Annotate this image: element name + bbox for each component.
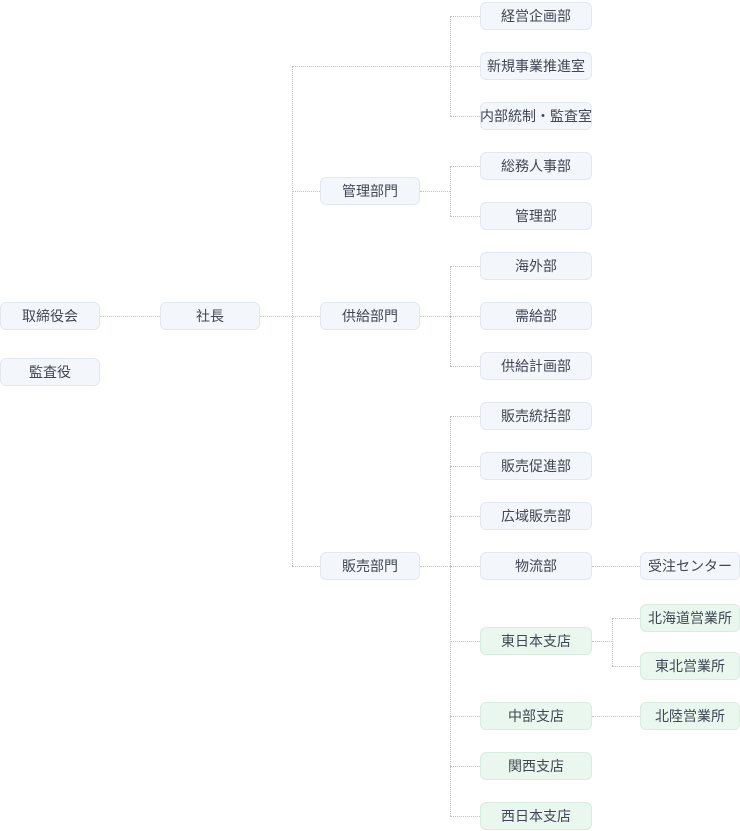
- connector: [450, 641, 480, 642]
- connector-logistics-ordercenter: [592, 566, 640, 567]
- connector: [450, 266, 480, 267]
- connector: [450, 16, 480, 17]
- node-west-japan-branch: 西日本支店: [480, 802, 592, 830]
- node-supply-division: 供給部門: [320, 302, 420, 330]
- node-kansai-branch: 関西支店: [480, 752, 592, 780]
- connector: [450, 416, 480, 417]
- connector: [292, 66, 480, 67]
- connector: [450, 716, 480, 717]
- connector: [450, 416, 451, 816]
- connector: [450, 566, 480, 567]
- connector: [450, 766, 480, 767]
- node-tohoku-office: 東北営業所: [640, 652, 740, 680]
- connector: [612, 618, 640, 619]
- connector: [450, 466, 480, 467]
- node-new-business-promotion: 新規事業推進室: [480, 52, 592, 80]
- connector: [612, 666, 640, 667]
- node-supply-demand-dept: 需給部: [480, 302, 592, 330]
- connector: [450, 166, 451, 216]
- node-sales-division: 販売部門: [320, 552, 420, 580]
- node-president: 社長: [160, 302, 260, 330]
- connector: [450, 166, 480, 167]
- connector: [292, 566, 320, 567]
- node-order-center: 受注センター: [640, 552, 740, 580]
- connector: [420, 316, 450, 317]
- node-sales-supervision-dept: 販売統括部: [480, 402, 592, 430]
- node-overseas-dept: 海外部: [480, 252, 592, 280]
- node-admin-dept: 管理部: [480, 202, 592, 230]
- connector-president-trunk: [260, 316, 320, 317]
- connector: [450, 216, 480, 217]
- connector: [450, 516, 480, 517]
- connector: [450, 16, 451, 116]
- node-board-of-directors: 取締役会: [0, 302, 100, 330]
- node-east-japan-branch: 東日本支店: [480, 627, 592, 655]
- connector: [450, 316, 480, 317]
- node-sales-promotion-dept: 販売促進部: [480, 452, 592, 480]
- connector-chubu-hokuriku: [592, 716, 640, 717]
- node-corporate-planning: 経営企画部: [480, 2, 592, 30]
- connector: [450, 366, 480, 367]
- node-logistics-dept: 物流部: [480, 552, 592, 580]
- node-hokuriku-office: 北陸営業所: [640, 702, 740, 730]
- connector: [450, 116, 480, 117]
- connector: [292, 191, 320, 192]
- connector: [450, 816, 480, 817]
- node-general-affairs-hr: 総務人事部: [480, 152, 592, 180]
- connector: [592, 641, 612, 642]
- node-wide-area-sales-dept: 広域販売部: [480, 502, 592, 530]
- connector-board-president: [100, 316, 160, 317]
- node-hokkaido-office: 北海道営業所: [640, 604, 740, 632]
- connector: [612, 618, 613, 666]
- connector: [420, 191, 450, 192]
- connector: [420, 566, 450, 567]
- connector-main-trunk: [292, 66, 293, 566]
- node-supply-planning-dept: 供給計画部: [480, 352, 592, 380]
- node-internal-control-audit: 内部統制・監査室: [480, 102, 592, 130]
- node-auditor: 監査役: [0, 358, 100, 386]
- node-admin-division: 管理部門: [320, 177, 420, 205]
- node-chubu-branch: 中部支店: [480, 702, 592, 730]
